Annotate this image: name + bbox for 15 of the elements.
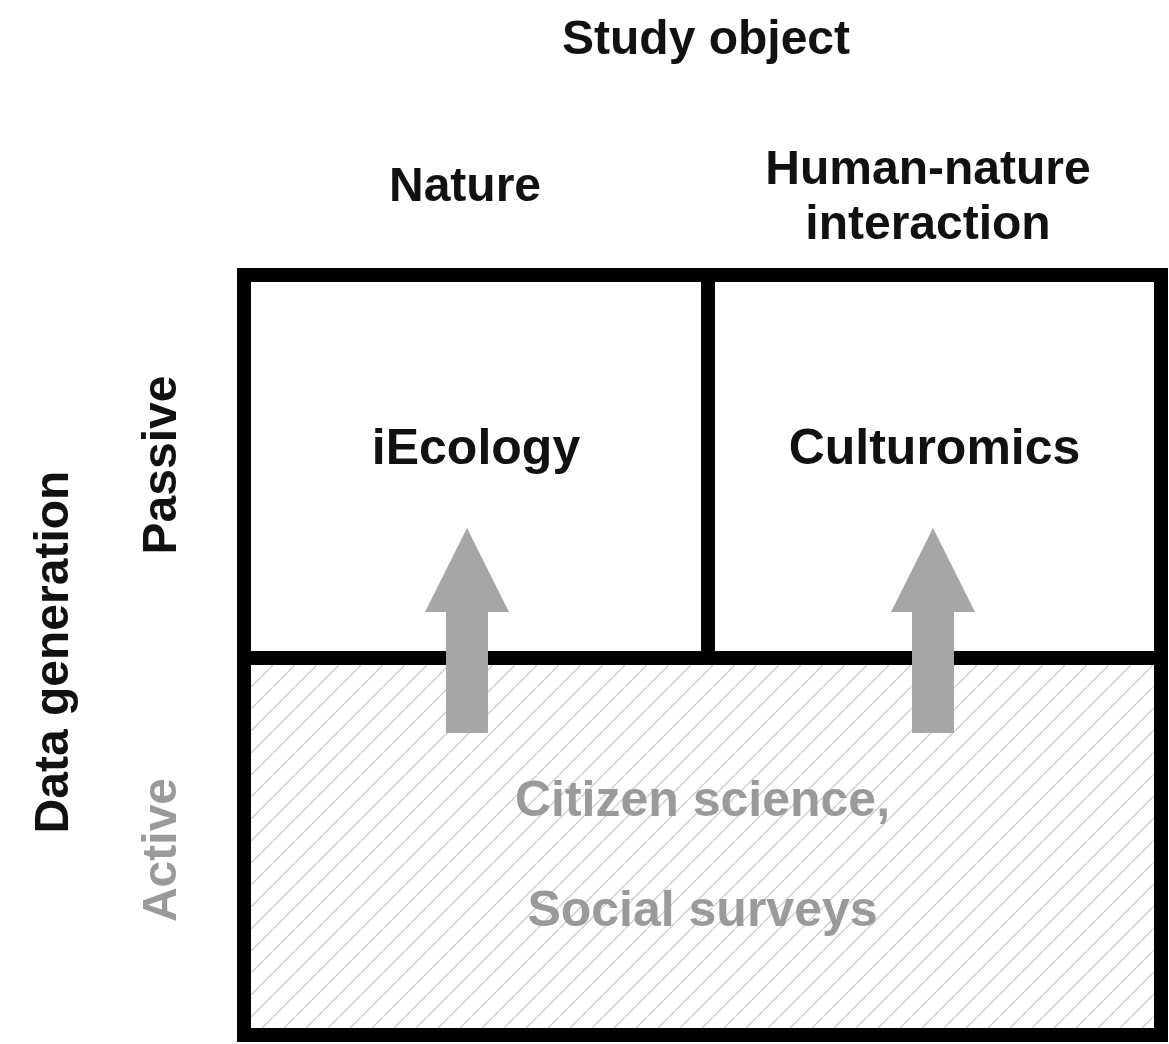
matrix-cell (237, 268, 715, 665)
row-header: Passive (132, 375, 188, 555)
axis-title: Study object (562, 10, 850, 66)
column-header: Nature (389, 157, 541, 213)
arrow (425, 528, 509, 733)
column-header: Human-nature interaction (764, 139, 1092, 251)
matrix-cell (715, 268, 1168, 665)
axis-title: Data generation (24, 470, 80, 834)
cell-label: Culturomics (787, 418, 1082, 476)
arrow (891, 528, 975, 733)
cell-label: iEcology (370, 418, 582, 476)
hatched-cell (237, 665, 1168, 1042)
row-header: Active (132, 777, 188, 923)
cell-label: Social surveys (526, 880, 879, 938)
cell-label: Citizen science, (513, 770, 892, 828)
